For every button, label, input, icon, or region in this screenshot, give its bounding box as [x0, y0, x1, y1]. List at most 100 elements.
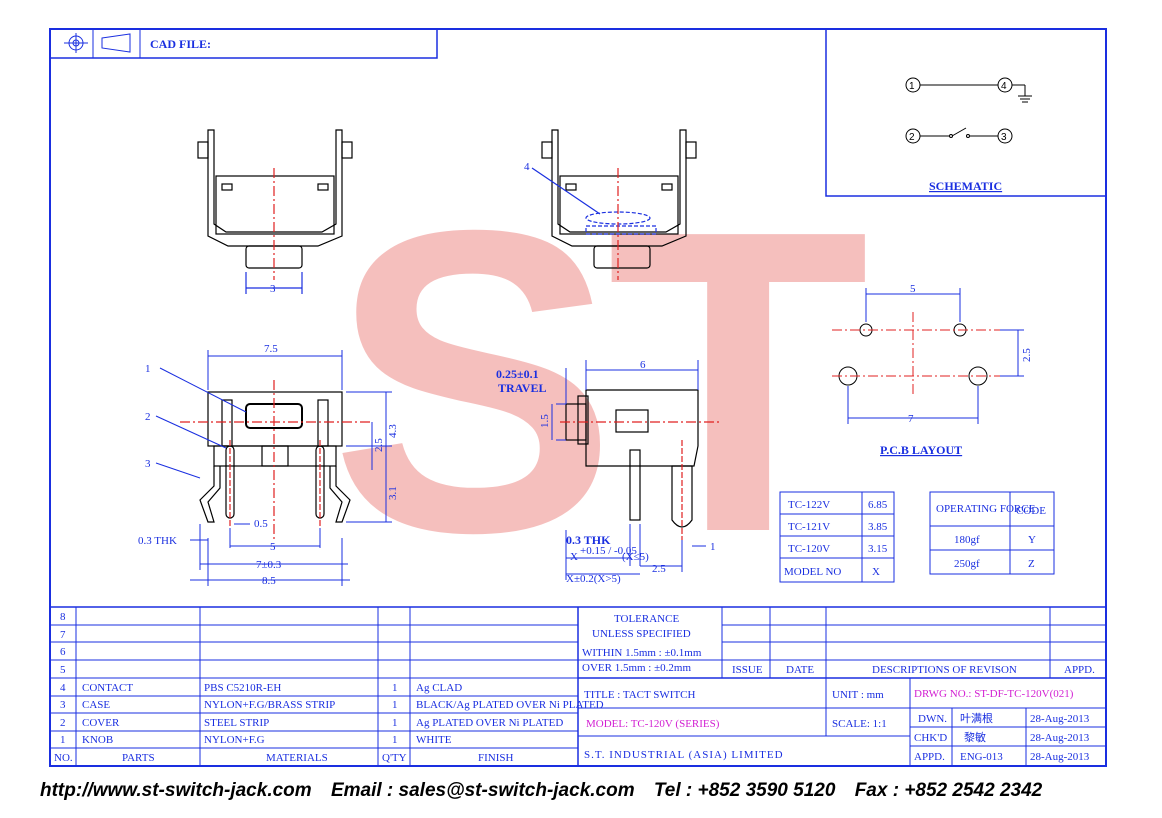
- svg-text:6: 6: [640, 359, 646, 371]
- svg-text:0.5: 0.5: [254, 518, 268, 530]
- svg-text:5: 5: [910, 283, 916, 295]
- cad-file-label: CAD FILE:: [150, 37, 211, 51]
- schematic-title: SCHEMATIC: [929, 179, 1002, 193]
- svg-text:+0.15 / -0.05: +0.15 / -0.05: [580, 545, 637, 557]
- front-width: 7.5: [264, 343, 278, 355]
- svg-text:1: 1: [909, 81, 915, 92]
- svg-text:X±0.2(X>5): X±0.2(X>5): [566, 573, 621, 585]
- top-view-left: [197, 129, 353, 294]
- svg-text:(X≤5): (X≤5): [622, 551, 649, 563]
- svg-text:6.85: 6.85: [868, 499, 888, 511]
- svg-text:ISSUE: ISSUE: [732, 664, 763, 676]
- svg-text:DWN.: DWN.: [918, 713, 947, 725]
- svg-text:DATE: DATE: [786, 664, 814, 676]
- svg-text:UNIT : mm: UNIT : mm: [832, 689, 884, 701]
- svg-text:5: 5: [270, 541, 276, 553]
- svg-text:叶满根: 叶满根: [960, 711, 993, 725]
- svg-text:ENG-013: ENG-013: [960, 751, 1003, 763]
- svg-text:SCALE: 1:1: SCALE: 1:1: [832, 718, 887, 730]
- svg-text:TC-121V: TC-121V: [788, 521, 830, 533]
- svg-text:APPD.: APPD.: [914, 751, 945, 763]
- svg-text:6: 6: [60, 646, 66, 658]
- side-view: [560, 389, 720, 540]
- svg-text:1: 1: [145, 363, 151, 375]
- svg-text:28-Aug-2013: 28-Aug-2013: [1030, 751, 1090, 763]
- svg-text:X: X: [872, 566, 880, 578]
- svg-text:3: 3: [145, 458, 151, 470]
- svg-text:NO.: NO.: [54, 752, 73, 764]
- top-view-right: [531, 129, 697, 280]
- svg-text:3.85: 3.85: [868, 521, 888, 533]
- projection-symbol-icon: [64, 33, 131, 53]
- st-watermark: ST: [330, 142, 879, 622]
- svg-text:S.T. INDUSTRIAL (ASIA) LIMITED: S.T. INDUSTRIAL (ASIA) LIMITED: [584, 749, 784, 761]
- svg-text:7: 7: [908, 413, 914, 425]
- svg-text:Ag CLAD: Ag CLAD: [416, 682, 462, 694]
- svg-text:Ag PLATED OVER Ni PLATED: Ag PLATED OVER Ni PLATED: [416, 717, 563, 729]
- svg-text:X: X: [570, 551, 578, 563]
- svg-text:28-Aug-2013: 28-Aug-2013: [1030, 732, 1090, 744]
- svg-text:OPERATING FORCE: OPERATING FORCE: [936, 503, 1036, 515]
- cad-header: CAD FILE:: [49, 28, 438, 59]
- svg-text:APPD.: APPD.: [1064, 664, 1095, 676]
- fax-text: Fax : +852 2542 2342: [854, 780, 1043, 801]
- svg-text:0.3 THK: 0.3 THK: [566, 533, 611, 547]
- svg-text:4: 4: [1001, 81, 1007, 92]
- force-table: [929, 491, 1055, 575]
- svg-text:3: 3: [60, 699, 66, 711]
- svg-text:0.25±0.1: 0.25±0.1: [496, 367, 539, 381]
- svg-text:COVER: COVER: [82, 717, 120, 729]
- svg-text:CASE: CASE: [82, 699, 110, 711]
- svg-text:7±0.3: 7±0.3: [256, 559, 282, 571]
- svg-text:BLACK/Ag PLATED OVER Ni PLATED: BLACK/Ag PLATED OVER Ni PLATED: [416, 699, 604, 711]
- svg-text:CONTACT: CONTACT: [82, 682, 133, 694]
- email-text[interactable]: Email : sales@st-switch-jack.com: [330, 780, 635, 801]
- contact-footer: http://www.st-switch-jack.com Email : sa…: [40, 780, 1140, 802]
- svg-text:2.5: 2.5: [373, 438, 385, 452]
- schematic-box: 1 4 2 3 SCHEMATIC: [825, 28, 1107, 197]
- svg-text:KNOB: KNOB: [82, 734, 113, 746]
- svg-text:28-Aug-2013: 28-Aug-2013: [1030, 713, 1090, 725]
- pcb-layout-title: P.C.B LAYOUT: [880, 443, 962, 457]
- svg-text:DRWG NO.: ST-DF-TC-120V(021): DRWG NO.: ST-DF-TC-120V(021): [914, 688, 1074, 700]
- svg-text:FINISH: FINISH: [478, 752, 514, 764]
- svg-text:0.3 THK: 0.3 THK: [138, 535, 177, 547]
- svg-text:2: 2: [909, 132, 915, 143]
- svg-text:ST: ST: [330, 142, 869, 622]
- title-block-grid: [50, 606, 1106, 766]
- svg-text:8: 8: [60, 611, 66, 623]
- svg-text:TC-120V: TC-120V: [788, 543, 830, 555]
- website-link[interactable]: http://www.st-switch-jack.com: [40, 780, 312, 801]
- svg-text:NYLON+F.G/BRASS STRIP: NYLON+F.G/BRASS STRIP: [204, 699, 335, 711]
- svg-text:2: 2: [60, 717, 66, 729]
- top-width-dim: 3: [270, 283, 276, 295]
- svg-text:Y: Y: [1028, 534, 1036, 546]
- svg-text:1: 1: [392, 717, 398, 729]
- svg-text:1: 1: [710, 541, 716, 553]
- svg-text:1: 1: [392, 699, 398, 711]
- svg-text:MATERIALS: MATERIALS: [266, 752, 328, 764]
- svg-text:WHITE: WHITE: [416, 734, 452, 746]
- model-table: [779, 491, 895, 583]
- svg-text:TC-122V: TC-122V: [788, 499, 830, 511]
- svg-text:3.1: 3.1: [387, 486, 399, 500]
- svg-text:OVER 1.5mm : ±0.2mm: OVER 1.5mm : ±0.2mm: [582, 662, 691, 674]
- svg-text:1: 1: [392, 734, 398, 746]
- svg-text:4.3: 4.3: [387, 424, 399, 438]
- svg-text:PARTS: PARTS: [122, 752, 155, 764]
- svg-text:7: 7: [60, 629, 66, 641]
- svg-text:MODEL NO: MODEL NO: [784, 566, 841, 578]
- svg-text:黎敏: 黎敏: [964, 730, 986, 744]
- svg-text:2.5: 2.5: [1021, 348, 1033, 362]
- svg-text:NYLON+F.G: NYLON+F.G: [204, 734, 265, 746]
- svg-text:Z: Z: [1028, 558, 1035, 570]
- svg-text:2: 2: [145, 411, 151, 423]
- svg-text:1: 1: [392, 682, 398, 694]
- svg-text:4: 4: [60, 682, 66, 694]
- svg-text:1.5: 1.5: [539, 414, 551, 428]
- front-dims: [155, 350, 392, 586]
- svg-text:3.15: 3.15: [868, 543, 888, 555]
- svg-text:1: 1: [60, 734, 66, 746]
- front-view: [180, 380, 370, 540]
- svg-text:PBS C5210R-EH: PBS C5210R-EH: [204, 682, 281, 694]
